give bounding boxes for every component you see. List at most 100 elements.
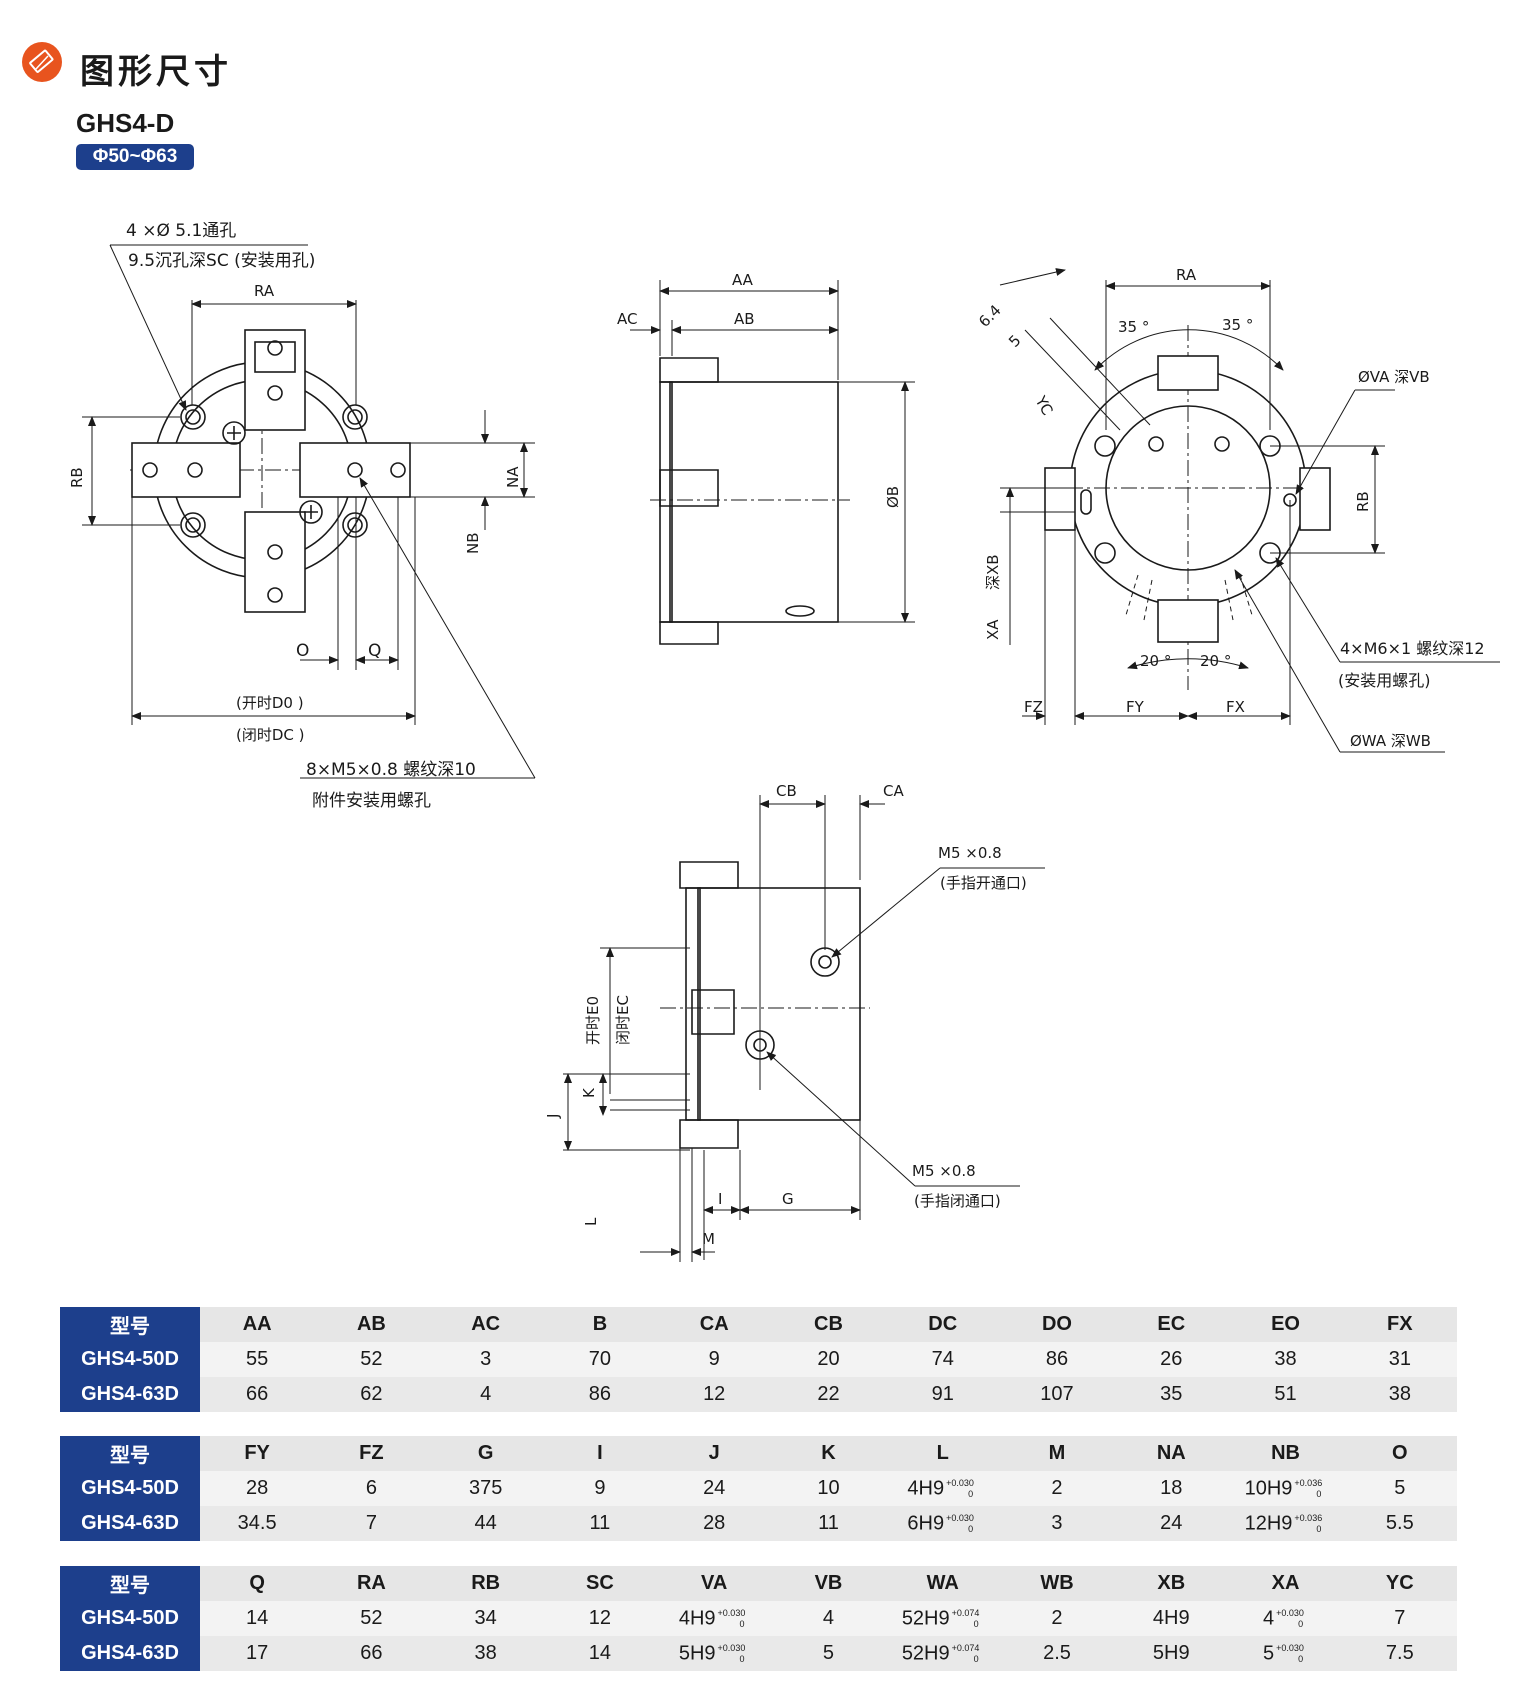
tolerance-lower: 0 bbox=[1298, 1618, 1304, 1629]
table-row: GHS4-50D 55 52 3 70 9 20 74 86 26 38 31 bbox=[60, 1342, 1457, 1377]
tolerance-lower: 0 bbox=[968, 1488, 974, 1499]
table-cell: 9 bbox=[542, 1471, 658, 1506]
table-cell: 35 bbox=[1114, 1377, 1229, 1412]
table-cell: 4H9 bbox=[1114, 1601, 1229, 1636]
front-o: O bbox=[296, 641, 309, 661]
tolerance-upper: +0.030 bbox=[717, 1642, 746, 1653]
table-cell: 5H9 bbox=[1114, 1636, 1229, 1671]
front-rb: RB bbox=[68, 467, 86, 488]
tolerance-lower: 0 bbox=[1298, 1653, 1304, 1664]
table-cell: 62 bbox=[314, 1377, 429, 1412]
table-header-cell: K bbox=[771, 1436, 886, 1471]
table-header-cell: VA bbox=[657, 1566, 772, 1601]
table-cell: GHS4-63D bbox=[60, 1377, 200, 1412]
table-cell: GHS4-63D bbox=[60, 1636, 200, 1671]
back-d64: 6.4 bbox=[975, 301, 1005, 331]
tolerance-upper: +0.030 bbox=[1276, 1642, 1304, 1653]
table-cell: 70 bbox=[542, 1342, 658, 1377]
tolerance-upper: +0.036 bbox=[1294, 1477, 1323, 1488]
sec-port2-a: M5 ×0.8 bbox=[912, 1162, 976, 1180]
page-title: 图形尺寸 bbox=[80, 52, 232, 92]
sec-k: K bbox=[580, 1087, 598, 1098]
table-cell: 3 bbox=[428, 1342, 543, 1377]
table-header-row: 型号 FY FZ G I J K L M NA NB O bbox=[60, 1436, 1457, 1471]
table-header-cell: WB bbox=[999, 1566, 1115, 1601]
front-ra: RA bbox=[254, 282, 275, 300]
table-cell: 86 bbox=[999, 1342, 1115, 1377]
front-thread-note-1: 8×M5×0.8 螺纹深10 bbox=[306, 760, 476, 780]
cell-value: 6H9 bbox=[907, 1511, 945, 1534]
table-cell: 2.5 bbox=[999, 1636, 1115, 1671]
table-header-cell: AC bbox=[428, 1307, 543, 1342]
sec-i: I bbox=[718, 1190, 722, 1208]
back-angle-20b: 20 ° bbox=[1200, 652, 1231, 670]
table-cell: 2 bbox=[999, 1601, 1115, 1636]
tolerance-upper: +0.030 bbox=[946, 1512, 974, 1523]
table-cell: GHS4-50D bbox=[60, 1342, 200, 1377]
table-cell: 66 bbox=[200, 1377, 315, 1412]
table-header-cell: NB bbox=[1228, 1436, 1343, 1471]
sec-port2-b: (手指闭通口) bbox=[914, 1192, 1001, 1210]
table-cell: 28 bbox=[200, 1471, 315, 1506]
section-view bbox=[563, 795, 1045, 1262]
table-cell: 4 bbox=[771, 1601, 886, 1636]
table-header-cell: DO bbox=[999, 1307, 1115, 1342]
table-cell: 51 bbox=[1228, 1377, 1343, 1412]
table-cell: 2 bbox=[999, 1471, 1115, 1506]
back-angle-35b: 35 ° bbox=[1222, 316, 1253, 334]
side-aa: AA bbox=[732, 271, 754, 289]
tolerance-upper: +0.030 bbox=[717, 1607, 746, 1618]
table-header-cell: L bbox=[885, 1436, 1000, 1471]
table-cell: 7.5 bbox=[1342, 1636, 1457, 1671]
back-ra: RA bbox=[1176, 266, 1197, 284]
sec-l: L bbox=[582, 1217, 600, 1226]
table-header-cell: FX bbox=[1342, 1307, 1457, 1342]
sec-g: G bbox=[782, 1190, 794, 1208]
table-header-cell: FY bbox=[200, 1436, 315, 1471]
table-header-cell: 型号 bbox=[60, 1436, 200, 1471]
table-cell: 20 bbox=[771, 1342, 886, 1377]
back-view bbox=[999, 268, 1500, 753]
table-header-cell: RA bbox=[314, 1566, 429, 1601]
back-yc: YC bbox=[1031, 392, 1057, 418]
table-cell: 38 bbox=[1342, 1377, 1457, 1412]
table-header-cell: VB bbox=[771, 1566, 886, 1601]
cell-value: 4H9 bbox=[907, 1476, 945, 1499]
table-header-cell: M bbox=[999, 1436, 1115, 1471]
table-cell: 10 bbox=[771, 1471, 886, 1506]
back-m6-note-2: (安装用螺孔) bbox=[1338, 671, 1431, 690]
table-cell: 3 bbox=[999, 1506, 1115, 1541]
table-cell: 5 bbox=[771, 1636, 886, 1671]
back-angle-35a: 35 ° bbox=[1118, 318, 1149, 336]
tolerance-upper: +0.036 bbox=[1294, 1512, 1323, 1523]
table-cell: 24 bbox=[657, 1471, 772, 1506]
back-fz: FZ bbox=[1024, 698, 1043, 716]
table-cell: 4 bbox=[428, 1377, 543, 1412]
table-header-cell: WA bbox=[885, 1566, 1000, 1601]
table-header-cell: I bbox=[542, 1436, 658, 1471]
table-header-cell: SC bbox=[542, 1566, 658, 1601]
table-cell: 7 bbox=[1342, 1601, 1457, 1636]
side-view bbox=[630, 280, 915, 645]
sec-port1-b: (手指开通口) bbox=[940, 874, 1027, 892]
table-header-cell: DC bbox=[885, 1307, 1000, 1342]
table-cell: 7 bbox=[314, 1506, 429, 1541]
spec-table-3: 型号 Q RA RB SC VA VB WA WB XB XA YC GHS4-… bbox=[60, 1566, 1457, 1671]
spec-table-1: 型号 AA AB AC B CA CB DC DO EC EO FX GHS4-… bbox=[60, 1307, 1457, 1412]
table-cell: 55 bbox=[200, 1342, 315, 1377]
table-header-cell: 型号 bbox=[60, 1566, 200, 1601]
cell-value: 52H9 bbox=[901, 1606, 950, 1629]
table-header-cell: CB bbox=[771, 1307, 886, 1342]
table-header-cell: AB bbox=[314, 1307, 429, 1342]
section-icon bbox=[22, 42, 62, 82]
